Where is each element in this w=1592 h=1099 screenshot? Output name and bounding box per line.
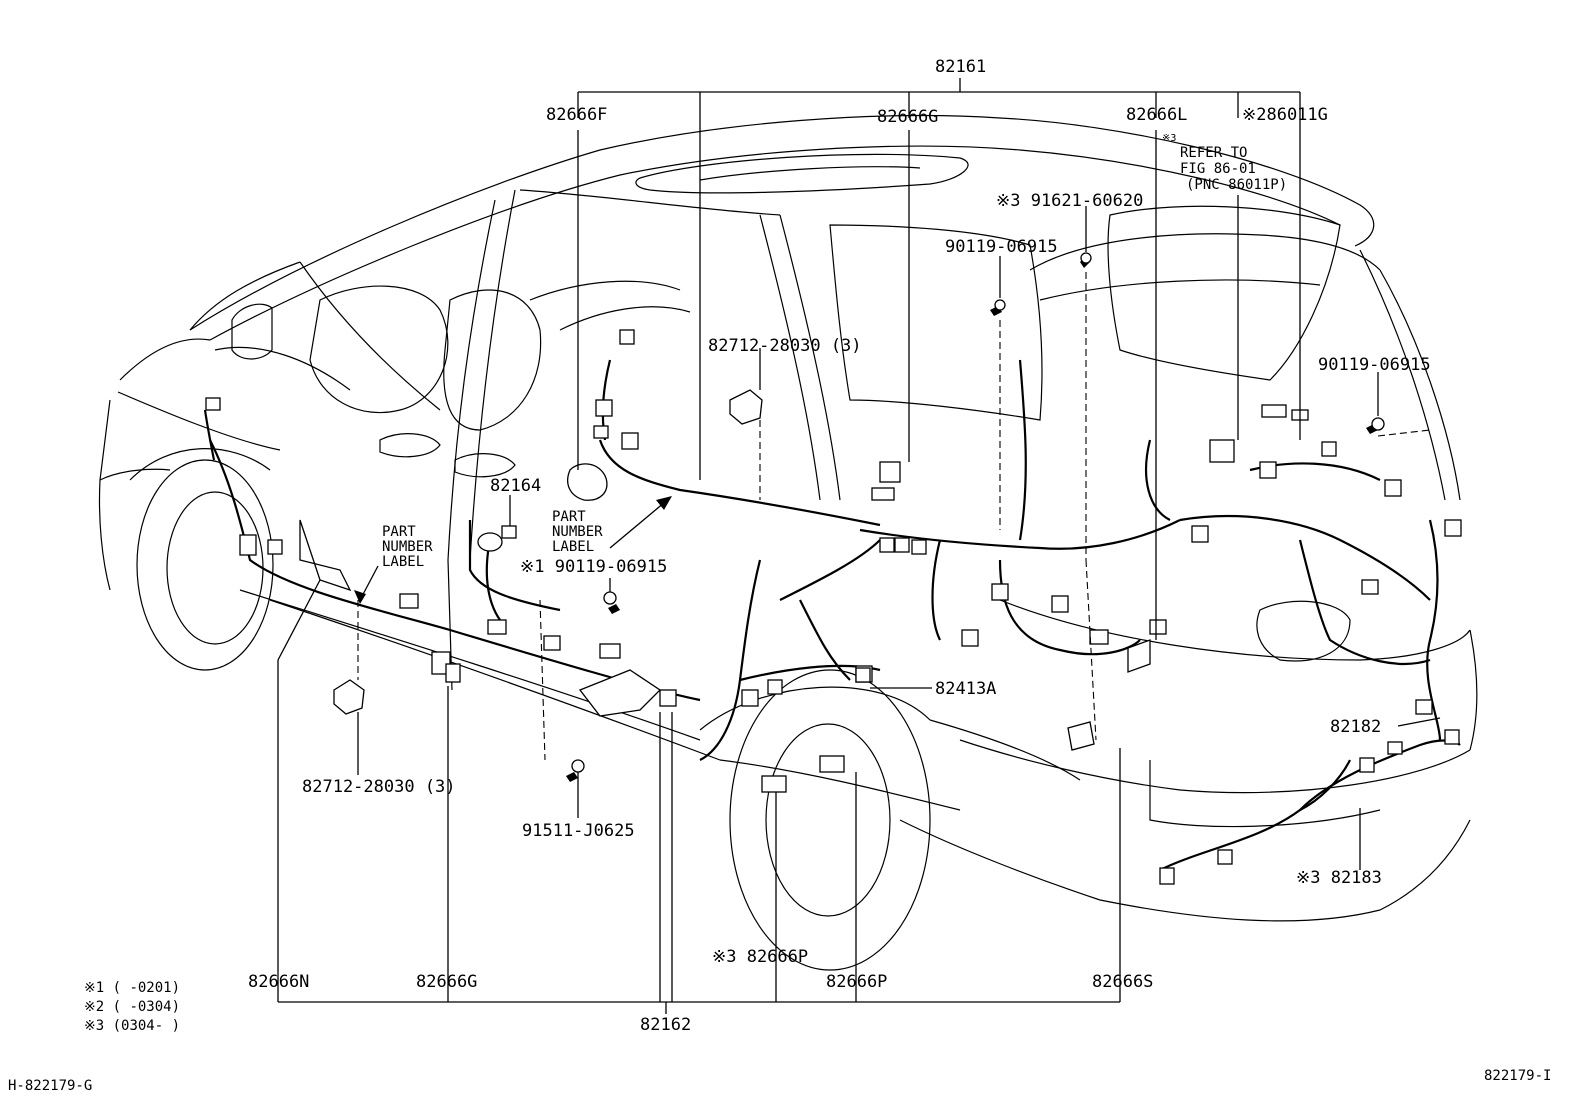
label-refer-mark: ※3 xyxy=(1162,133,1176,144)
legend-note-1: ※1 ( -0201) xyxy=(84,980,180,996)
component-parts xyxy=(299,252,1385,793)
figure-codes: H-822179-G 822179-I xyxy=(8,1068,1551,1094)
leader-lines xyxy=(277,78,1441,1014)
label-82666P-right: 82666P xyxy=(826,972,887,992)
label-part-number-mid-3: LABEL xyxy=(552,539,594,555)
figure-code-left: H-822179-G xyxy=(8,1078,92,1094)
label-91511-J0625: 91511-J0625 xyxy=(522,821,635,841)
label-82666P-left: ※3 82666P xyxy=(712,947,808,967)
label-82162: 82162 xyxy=(640,1015,691,1035)
vehicle-outline xyxy=(98,114,1478,971)
label-82161: 82161 xyxy=(935,57,986,77)
label-90119-06915-top: 90119-06915 xyxy=(945,237,1058,257)
label-91621-60620: ※3 91621-60620 xyxy=(996,191,1143,211)
label-90119-06915-right: 90119-06915 xyxy=(1318,355,1431,375)
label-82712-28030-top: 82712-28030 (3) xyxy=(708,336,862,356)
legend-note-2: ※2 ( -0304) xyxy=(84,999,180,1015)
label-refer-line1: REFER TO xyxy=(1180,145,1247,161)
label-part-number-left-2: NUMBER xyxy=(382,539,433,555)
label-82183: ※3 82183 xyxy=(1296,868,1382,888)
label-82666L: 82666L xyxy=(1126,105,1187,125)
harness-connectors xyxy=(205,329,1462,885)
label-part-number-left-1: PART xyxy=(382,524,416,540)
part-labels: 82161 82666F 82666G 82666L ※286011G ※3 R… xyxy=(248,57,1431,1035)
figure-code-right: 822179-I xyxy=(1484,1068,1551,1084)
label-arrows xyxy=(354,496,672,604)
label-82182: 82182 xyxy=(1330,717,1381,737)
label-82666G-bottom: 82666G xyxy=(416,972,477,992)
label-refer-line3: (PNC 86011P) xyxy=(1186,177,1287,193)
legend-note-3: ※3 (0304- ) xyxy=(84,1018,180,1034)
label-86011G: ※286011G xyxy=(1242,105,1328,125)
label-82164: 82164 xyxy=(490,476,541,496)
label-82666F: 82666F xyxy=(546,105,607,125)
alignment-lines xyxy=(357,272,1431,761)
label-82666N: 82666N xyxy=(248,972,309,992)
label-82712-28030-bottom: 82712-28030 (3) xyxy=(302,777,456,797)
label-part-number-mid-2: NUMBER xyxy=(552,524,603,540)
label-part-number-left-3: LABEL xyxy=(382,554,424,570)
label-82413A: 82413A xyxy=(935,679,996,699)
label-82666S: 82666S xyxy=(1092,972,1153,992)
legend-notes: ※1 ( -0201) ※2 ( -0304) ※3 (0304- ) xyxy=(84,980,180,1034)
label-82666G-top: 82666G xyxy=(877,107,938,127)
label-refer-line2: FIG 86-01 xyxy=(1180,161,1256,177)
label-90119-06915-mid: ※1 90119-06915 xyxy=(520,557,667,577)
label-part-number-mid-1: PART xyxy=(552,509,586,525)
